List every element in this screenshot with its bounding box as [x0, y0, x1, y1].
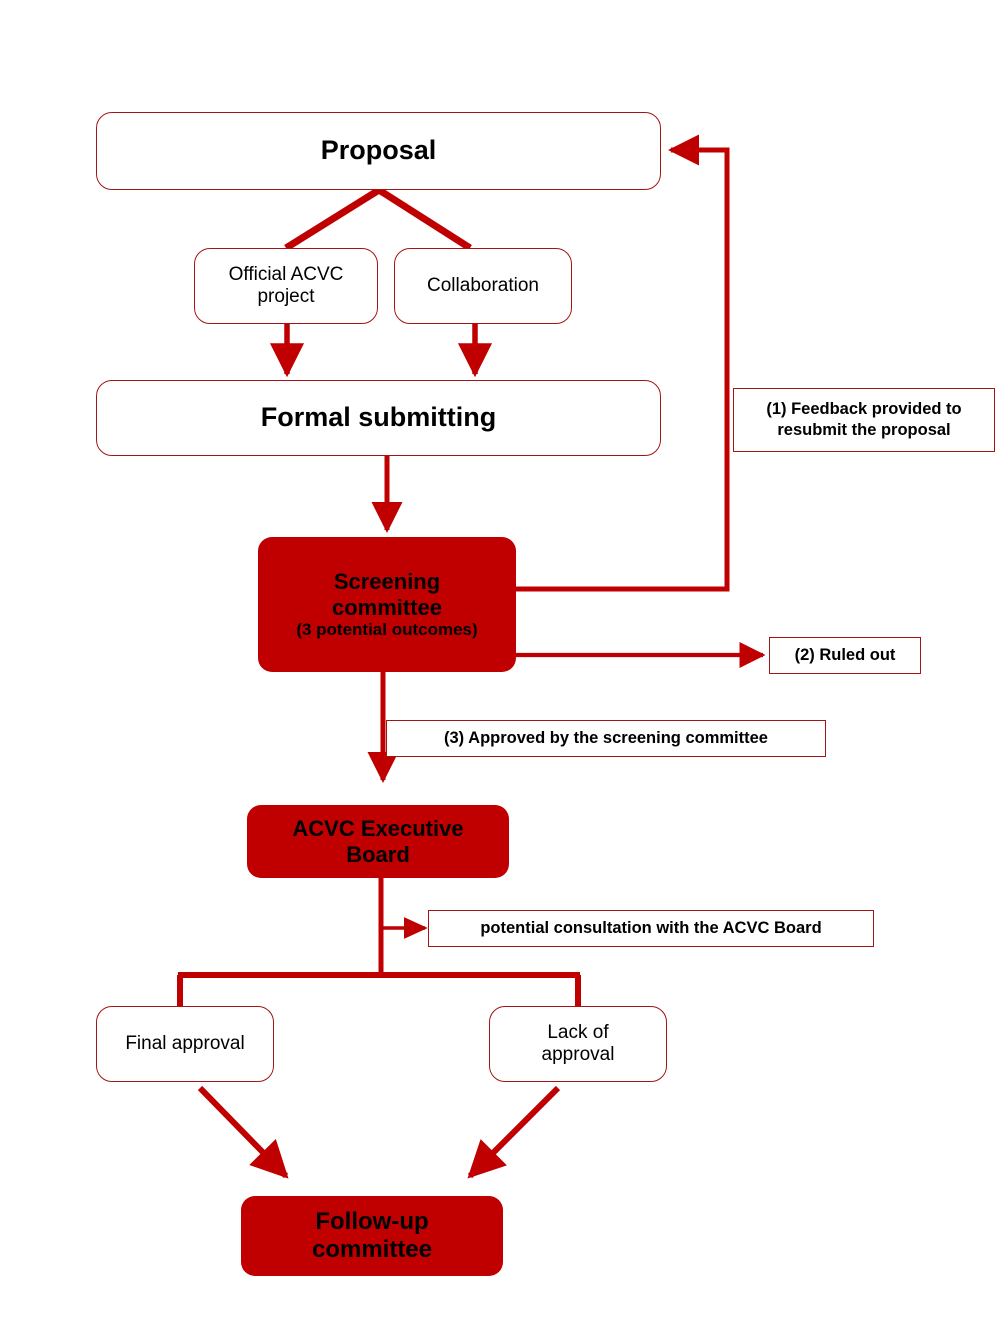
edge-screening-committee-to-proposal: [516, 134, 730, 592]
node-final-approval[interactable]: Final approval: [96, 1006, 274, 1082]
label-potential-consultation: potential consultation with the ACVC Boa…: [428, 910, 874, 947]
node-lack-of-approval-label-line1: Lack of: [547, 1021, 609, 1043]
edge-executive-board-split: [177, 972, 581, 1008]
node-collaboration[interactable]: Collaboration: [394, 248, 572, 324]
label-approved-by-screening-committee: (3) Approved by the screening committee: [386, 720, 826, 757]
node-official-acvc-project-label-line2: project: [257, 286, 315, 307]
node-official-acvc-project-label-line1: Official ACVC: [228, 263, 344, 285]
node-official-acvc-project[interactable]: Official ACVC project: [194, 248, 378, 324]
edge-executive-board-to-consultation: [378, 878, 428, 975]
node-collaboration-label: Collaboration: [427, 274, 539, 296]
edge-final-approval-to-follow-up-committee: [197, 1085, 289, 1179]
edge-lack-of-approval-to-follow-up-committee: [467, 1085, 561, 1179]
node-follow-up-committee-label-line2: committee: [311, 1236, 433, 1263]
node-proposal[interactable]: Proposal: [96, 112, 661, 190]
node-acvc-executive-board-label-line1: ACVC Executive: [292, 815, 464, 841]
label-feedback-resubmit: (1) Feedback provided to resubmit the pr…: [733, 388, 995, 452]
label-feedback-resubmit-line2: resubmit the proposal: [777, 421, 951, 439]
edge-proposal-to-official-project: [284, 187, 381, 251]
node-acvc-executive-board[interactable]: ACVC Executive Board: [247, 805, 509, 878]
label-potential-consultation-text: potential consultation with the ACVC Boa…: [480, 919, 822, 938]
label-feedback-resubmit-line1: (1) Feedback provided to: [766, 400, 962, 419]
node-follow-up-committee-label-line1: Follow-up: [315, 1208, 429, 1236]
node-acvc-executive-board-label-line2: Board: [346, 841, 410, 867]
node-formal-submitting[interactable]: Formal submitting: [96, 380, 661, 456]
node-screening-committee-label-line2: committee: [331, 594, 443, 620]
node-lack-of-approval-label-line2: approval: [541, 1044, 615, 1065]
node-proposal-label: Proposal: [320, 135, 437, 166]
node-follow-up-committee[interactable]: Follow-up committee: [241, 1196, 503, 1276]
node-formal-submitting-label: Formal submitting: [260, 402, 497, 433]
node-lack-of-approval[interactable]: Lack of approval: [489, 1006, 667, 1082]
label-approved-by-screening-committee-text: (3) Approved by the screening committee: [444, 729, 768, 748]
label-ruled-out: (2) Ruled out: [769, 637, 921, 674]
label-ruled-out-text: (2) Ruled out: [794, 646, 896, 665]
node-screening-committee-label-line3: (3 potential outcomes): [296, 620, 478, 640]
node-final-approval-label: Final approval: [125, 1032, 245, 1054]
edge-proposal-to-collaboration: [377, 187, 472, 251]
node-screening-committee-label-line1: Screening: [333, 569, 441, 595]
node-screening-committee[interactable]: Screening committee (3 potential outcome…: [258, 537, 516, 672]
